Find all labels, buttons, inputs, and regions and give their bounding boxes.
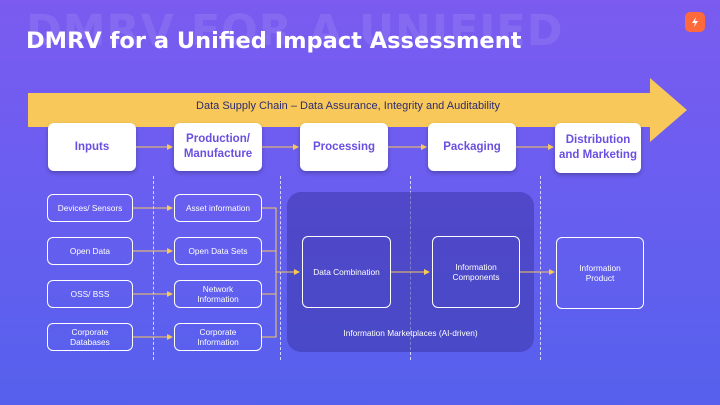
input-box: OSS/ BSS: [47, 280, 133, 308]
stage-divider: [280, 176, 281, 360]
production-box: Asset information: [174, 194, 262, 222]
stage-packaging: Packaging: [428, 123, 516, 171]
input-box: Open Data: [47, 237, 133, 265]
stage-divider: [153, 176, 154, 360]
processing-box: Data Combination: [302, 236, 391, 308]
slide-title: DMRV for a Unified Impact Assessment: [26, 28, 522, 54]
supply-chain-label: Data Supply Chain – Data Assurance, Inte…: [196, 100, 500, 112]
brand-logo-icon: [685, 12, 705, 32]
connector-bracket: [262, 207, 277, 338]
stage-inputs: Inputs: [48, 123, 136, 171]
stage-divider: [540, 176, 541, 360]
production-box: Open Data Sets: [174, 237, 262, 265]
stage-processing: Processing: [300, 123, 388, 171]
marketplace-label: Information Marketplaces (AI-driven): [343, 328, 478, 338]
input-box: Devices/ Sensors: [47, 194, 133, 222]
stage-production: Production/Manufacture: [174, 123, 262, 171]
title-watermark: DMRV FOR A UNIFIED: [26, 6, 564, 56]
